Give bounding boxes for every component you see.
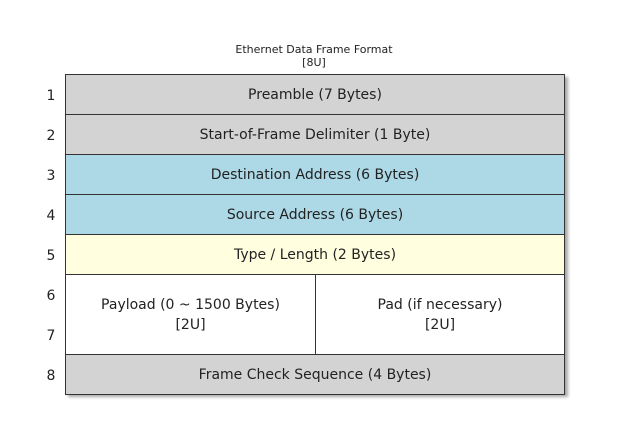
destination-address-label: Destination Address (6 Bytes)	[210, 166, 420, 183]
row-number-2: 2	[46, 128, 56, 144]
row-number-7: 7	[46, 328, 56, 344]
row-number-8: 8	[46, 368, 56, 384]
row-number-5: 5	[46, 248, 56, 264]
fcs-label: Frame Check Sequence (4 Bytes)	[198, 366, 432, 383]
diagram-title: Ethernet Data Frame Format [8U]	[0, 43, 628, 69]
sfd-field: Start-of-Frame Delimiter (1 Byte)	[65, 114, 565, 155]
payload-field: Payload (0 ~ 1500 Bytes) [2U]	[65, 274, 316, 355]
source-address-label: Source Address (6 Bytes)	[226, 206, 404, 223]
payload-size: [2U]	[175, 316, 206, 333]
fcs-field: Frame Check Sequence (4 Bytes)	[65, 354, 565, 395]
payload-label: Payload (0 ~ 1500 Bytes)	[101, 296, 280, 313]
source-address-field: Source Address (6 Bytes)	[65, 194, 565, 235]
row-number-1: 1	[46, 88, 56, 104]
row-number-3: 3	[46, 168, 56, 184]
ethernet-frame: Preamble (7 Bytes) Start-of-Frame Delimi…	[65, 74, 565, 395]
pad-label: Pad (if necessary)	[377, 296, 503, 313]
diagram-title-size: [8U]	[302, 56, 326, 69]
type-length-label: Type / Length (2 Bytes)	[233, 246, 397, 263]
preamble-label: Preamble (7 Bytes)	[248, 86, 382, 103]
destination-address-field: Destination Address (6 Bytes)	[65, 154, 565, 195]
sfd-label: Start-of-Frame Delimiter (1 Byte)	[199, 126, 431, 143]
preamble-field: Preamble (7 Bytes)	[65, 74, 565, 115]
pad-field: Pad (if necessary) [2U]	[315, 274, 565, 355]
pad-size: [2U]	[424, 316, 456, 333]
type-length-field: Type / Length (2 Bytes)	[65, 234, 565, 275]
row-number-4: 4	[46, 208, 56, 224]
diagram-title-text: Ethernet Data Frame Format	[235, 43, 393, 56]
row-number-6: 6	[46, 288, 56, 304]
